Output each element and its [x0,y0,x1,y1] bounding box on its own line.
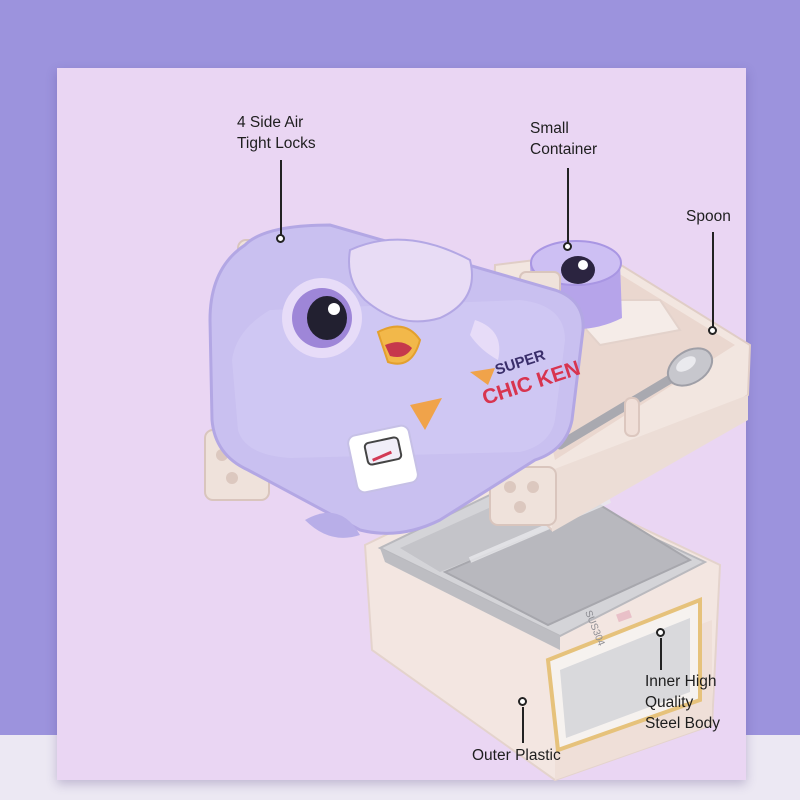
spoon [555,347,714,450]
pointer-dot-locks [276,234,285,243]
pointer-dot-steel [656,628,665,637]
label-container-line1: Small [530,120,569,137]
label-steel-line2: Quality [645,694,694,711]
leader-locks [280,160,282,238]
label-locks-line2: Tight Locks [237,135,316,152]
leader-container [567,168,569,246]
label-steel-line1: Inner High [645,673,717,690]
pointer-dot-container [563,242,572,251]
leader-steel [660,638,662,670]
pointer-dot-outer [518,697,527,706]
label-outer-plastic: Outer Plastic [472,747,561,764]
purple-lid: SUPER CHIC KEN [204,223,585,538]
label-steel-line3: Steel Body [645,715,720,732]
label-spoon: Spoon [686,208,731,225]
leader-outer [522,707,524,743]
inner-steel-body: SUS304 [377,476,708,650]
label-locks-line1: 4 Side Air [237,114,304,131]
label-container-line2: Container [530,141,598,158]
leader-spoon [712,232,714,330]
pointer-dot-spoon [708,326,717,335]
